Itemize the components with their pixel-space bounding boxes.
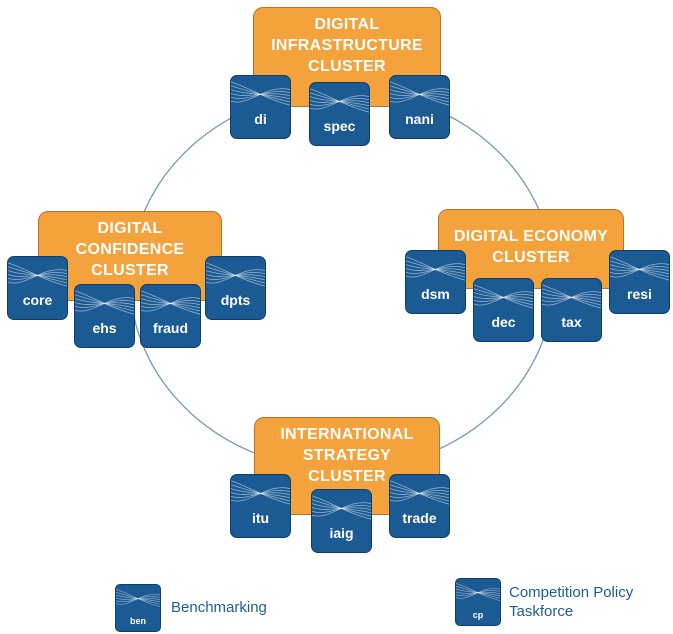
wave-line: [312, 499, 371, 517]
tile-label: resi: [627, 286, 652, 302]
tile-trade[interactable]: trade: [389, 474, 450, 538]
tile-label: nani: [405, 111, 434, 127]
wave-line: [206, 266, 265, 284]
wave-line: [141, 294, 200, 312]
wave-line: [542, 288, 601, 306]
legend-tile-label: ben: [129, 616, 146, 626]
wave-lines-icon: [206, 262, 265, 287]
wave-line: [390, 487, 449, 502]
tile-tax[interactable]: tax: [541, 278, 602, 342]
wave-line: [8, 266, 67, 284]
wave-lines-icon: [312, 495, 371, 520]
wave-lines-icon: [474, 284, 533, 309]
cluster-title: DIGITAL INFRASTRUCTURE CLUSTER: [271, 16, 423, 75]
legend-text-competition-policy: Competition Policy Taskforce: [509, 584, 634, 620]
wave-line: [231, 88, 290, 103]
tile-label: di: [254, 111, 267, 127]
tile-itu[interactable]: itu: [230, 474, 291, 538]
tile-label: dpts: [220, 292, 251, 308]
wave-lines-icon: [390, 480, 449, 505]
wave-line: [390, 85, 449, 103]
wave-line: [75, 297, 134, 312]
wave-line: [206, 269, 265, 284]
wave-lines-icon: [75, 290, 134, 315]
legend-tile-label: cp: [472, 610, 484, 620]
tile-di[interactable]: di: [230, 75, 291, 139]
wave-line: [231, 487, 290, 502]
tile-label: dec: [491, 314, 516, 330]
tile-label: tax: [561, 314, 582, 330]
wave-line: [610, 260, 669, 278]
wave-line: [456, 588, 500, 599]
wave-lines-icon: [610, 256, 669, 281]
tile-label: core: [22, 292, 53, 308]
tile-label: ehs: [92, 320, 117, 336]
tile-label: trade: [402, 510, 437, 526]
wave-lines-icon: [406, 256, 465, 281]
tile-ehs[interactable]: ehs: [74, 284, 135, 348]
wave-lines-icon: [310, 88, 369, 113]
wave-line: [390, 484, 449, 502]
wave-line: [390, 88, 449, 103]
wave-line: [312, 502, 371, 517]
wave-line: [75, 294, 134, 312]
wave-line: [610, 263, 669, 278]
tile-fraud[interactable]: fraud: [140, 284, 201, 348]
legend-text-benchmarking: Benchmarking: [171, 599, 267, 616]
tile-label: itu: [251, 510, 270, 526]
wave-lines-icon: [141, 290, 200, 315]
tile-nani[interactable]: nani: [389, 75, 450, 139]
cluster-title: INTERNATIONAL STRATEGY CLUSTER: [280, 426, 414, 485]
tile-resi[interactable]: resi: [609, 250, 670, 314]
cluster-digital-economy: DIGITAL ECONOMY CLUSTER: [438, 209, 624, 289]
tile-core[interactable]: core: [7, 256, 68, 320]
tile-dpts[interactable]: dpts: [205, 256, 266, 320]
tile-label: fraud: [153, 320, 188, 336]
legend-tile-cp: cp: [455, 578, 501, 626]
wave-line: [474, 288, 533, 306]
wave-line: [141, 297, 200, 312]
wave-line: [116, 591, 160, 605]
wave-line: [474, 291, 533, 306]
cluster-title: DIGITAL CONFIDENCE CLUSTER: [75, 220, 185, 279]
tile-label: dsm: [421, 286, 450, 302]
wave-lines-icon: [231, 480, 290, 505]
legend-tile-ben: ben: [115, 584, 161, 632]
wave-lines-icon: [231, 81, 290, 106]
wave-line: [231, 484, 290, 502]
wave-lines-icon: [542, 284, 601, 309]
wave-line: [116, 594, 160, 605]
wave-line: [542, 291, 601, 306]
tile-dec[interactable]: dec: [473, 278, 534, 342]
cluster-title: DIGITAL ECONOMY CLUSTER: [453, 228, 609, 266]
wave-line: [231, 85, 290, 103]
wave-line: [406, 260, 465, 278]
wave-line: [310, 95, 369, 110]
wave-lines-icon: [456, 583, 500, 601]
tile-label: iaig: [329, 525, 354, 541]
tile-label: spec: [323, 118, 356, 134]
wave-lines-icon: [116, 589, 160, 607]
wave-lines-icon: [8, 262, 67, 287]
wave-lines-icon: [390, 81, 449, 106]
wave-line: [456, 585, 500, 599]
wave-line: [8, 269, 67, 284]
tile-spec[interactable]: spec: [309, 82, 370, 146]
wave-line: [310, 92, 369, 110]
wave-line: [406, 263, 465, 278]
tile-iaig[interactable]: iaig: [311, 489, 372, 553]
tile-dsm[interactable]: dsm: [405, 250, 466, 314]
